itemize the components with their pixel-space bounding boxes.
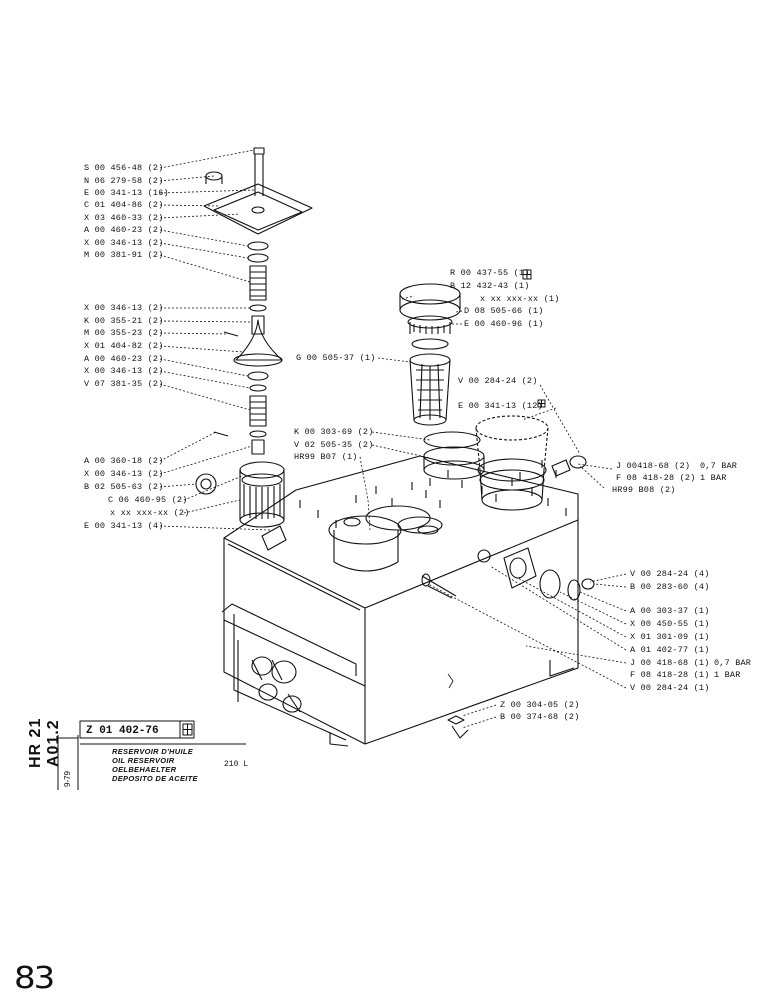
stamp-icons [182,269,546,736]
label-s00456: S 00 456-48 (2) [84,163,164,173]
label-b00374: B 00 374-68 (2) [500,712,580,722]
label-k00303: K 00 303-69 (2) [294,427,374,437]
title-french: RESERVOIR D'HUILE [112,747,194,756]
label-hr99b08: HR99 B08 (2) [612,485,676,495]
label-x01404: X 01 404-82 (2) [84,341,164,351]
label-c01404: C 01 404-86 (2) [84,200,164,210]
leader-lines [159,149,627,729]
label-z00304: Z 00 304-05 (2) [500,700,580,710]
label-n06279: N 06 279-58 (2) [84,176,164,186]
label-x00450: X 00 450-55 (1) [630,619,710,629]
label-a00360: A 00 360-18 (2) [84,456,164,466]
drawing-sheet-code: HR 21 A01.2 [27,717,62,769]
label-x00346-b: X 00 346-13 (2) [84,303,164,313]
label-j00418-2: J 00418-68 (2) [616,461,691,471]
label-e00341-4: E 00 341-13 (4) [84,521,164,531]
label-b02505: B 02 505-63 (2) [84,482,164,492]
label-x00346-a: X 00 346-13 (2) [84,238,164,248]
breather-strainer-stack [399,283,595,590]
label-m00355: M 00 355-23 (2) [84,328,164,338]
page-number: 83 [14,960,55,996]
label-v00284-1: V 00 284-24 (1) [630,683,710,693]
label-a00303: A 00 303-37 (1) [630,606,710,616]
label-x01301: X 01 301-09 (1) [630,632,710,642]
label-a01402: A 01 402-77 (1) [630,645,710,655]
label-r00437: R 00 437-55 (1) [450,268,530,278]
label-a00460-a: A 00 460-23 (2) [84,225,164,235]
label-c06460: C 06 460-95 (2) [108,495,188,505]
label-f08418-2: F 08 418-28 (2) [616,473,696,483]
left-filter-stack [195,147,313,528]
title-german: OELBEHAELTER [112,765,177,774]
label-e00341-16: E 00 341-13 (16) [84,188,169,198]
label-e00341-12: E 00 341-13 (12) [458,401,543,411]
title-english: OIL RESERVOIR [112,756,175,765]
label-xx: x xx xxx-xx (2) [110,508,190,518]
label-v00284-4: V 00 284-24 (4) [630,569,710,579]
label-x03460: X 03 460-33 (2) [84,213,164,223]
label-1bar-a: 1 BAR [700,473,727,483]
label-v02505: V 02 505-35 (2) [294,440,374,450]
label-f08418-1: F 08 418-28 (1) [630,670,710,680]
tank-capacity: 210 L [224,760,249,769]
label-b12432: B 12 432-43 (1) [450,281,530,291]
title-spanish: DEPOSITO DE ACEITE [112,774,198,783]
label-a00460-b: A 00 460-23 (2) [84,354,164,364]
label-k00355: K 00 355-21 (2) [84,316,164,326]
label-hr99b07: HR99 B07 (1) [294,452,358,462]
label-g00505: G 00 505-37 (1) [296,353,376,363]
label-v00284-2: V 00 284-24 (2) [458,376,538,386]
assembly-part-number: Z 01 402-76 [86,725,159,737]
label-1bar-b: 1 BAR [714,670,741,680]
label-07bar-b: 0,7 BAR [714,658,752,668]
label-v07381: V 07 381-35 (2) [84,379,164,389]
label-07bar-a: 0,7 BAR [700,461,738,471]
label-m00381: M 00 381-91 (2) [84,250,164,260]
label-j00418-1: J 00 418-68 (1) [630,658,710,668]
oil-tank-body [221,455,581,747]
label-xx-top: x xx xxx-xx (1) [480,294,560,304]
label-b00283: B 00 283-60 (4) [630,582,710,592]
label-x00346-d: X 00 346-13 (2) [84,469,164,479]
title-block-frame [57,720,246,790]
label-x00346-c: X 00 346-13 (2) [84,366,164,376]
label-d08505: D 08 505-66 (1) [464,306,544,316]
label-e00460: E 00 460-96 (1) [464,319,544,329]
drawing-date-code: 9-79 [63,770,72,787]
